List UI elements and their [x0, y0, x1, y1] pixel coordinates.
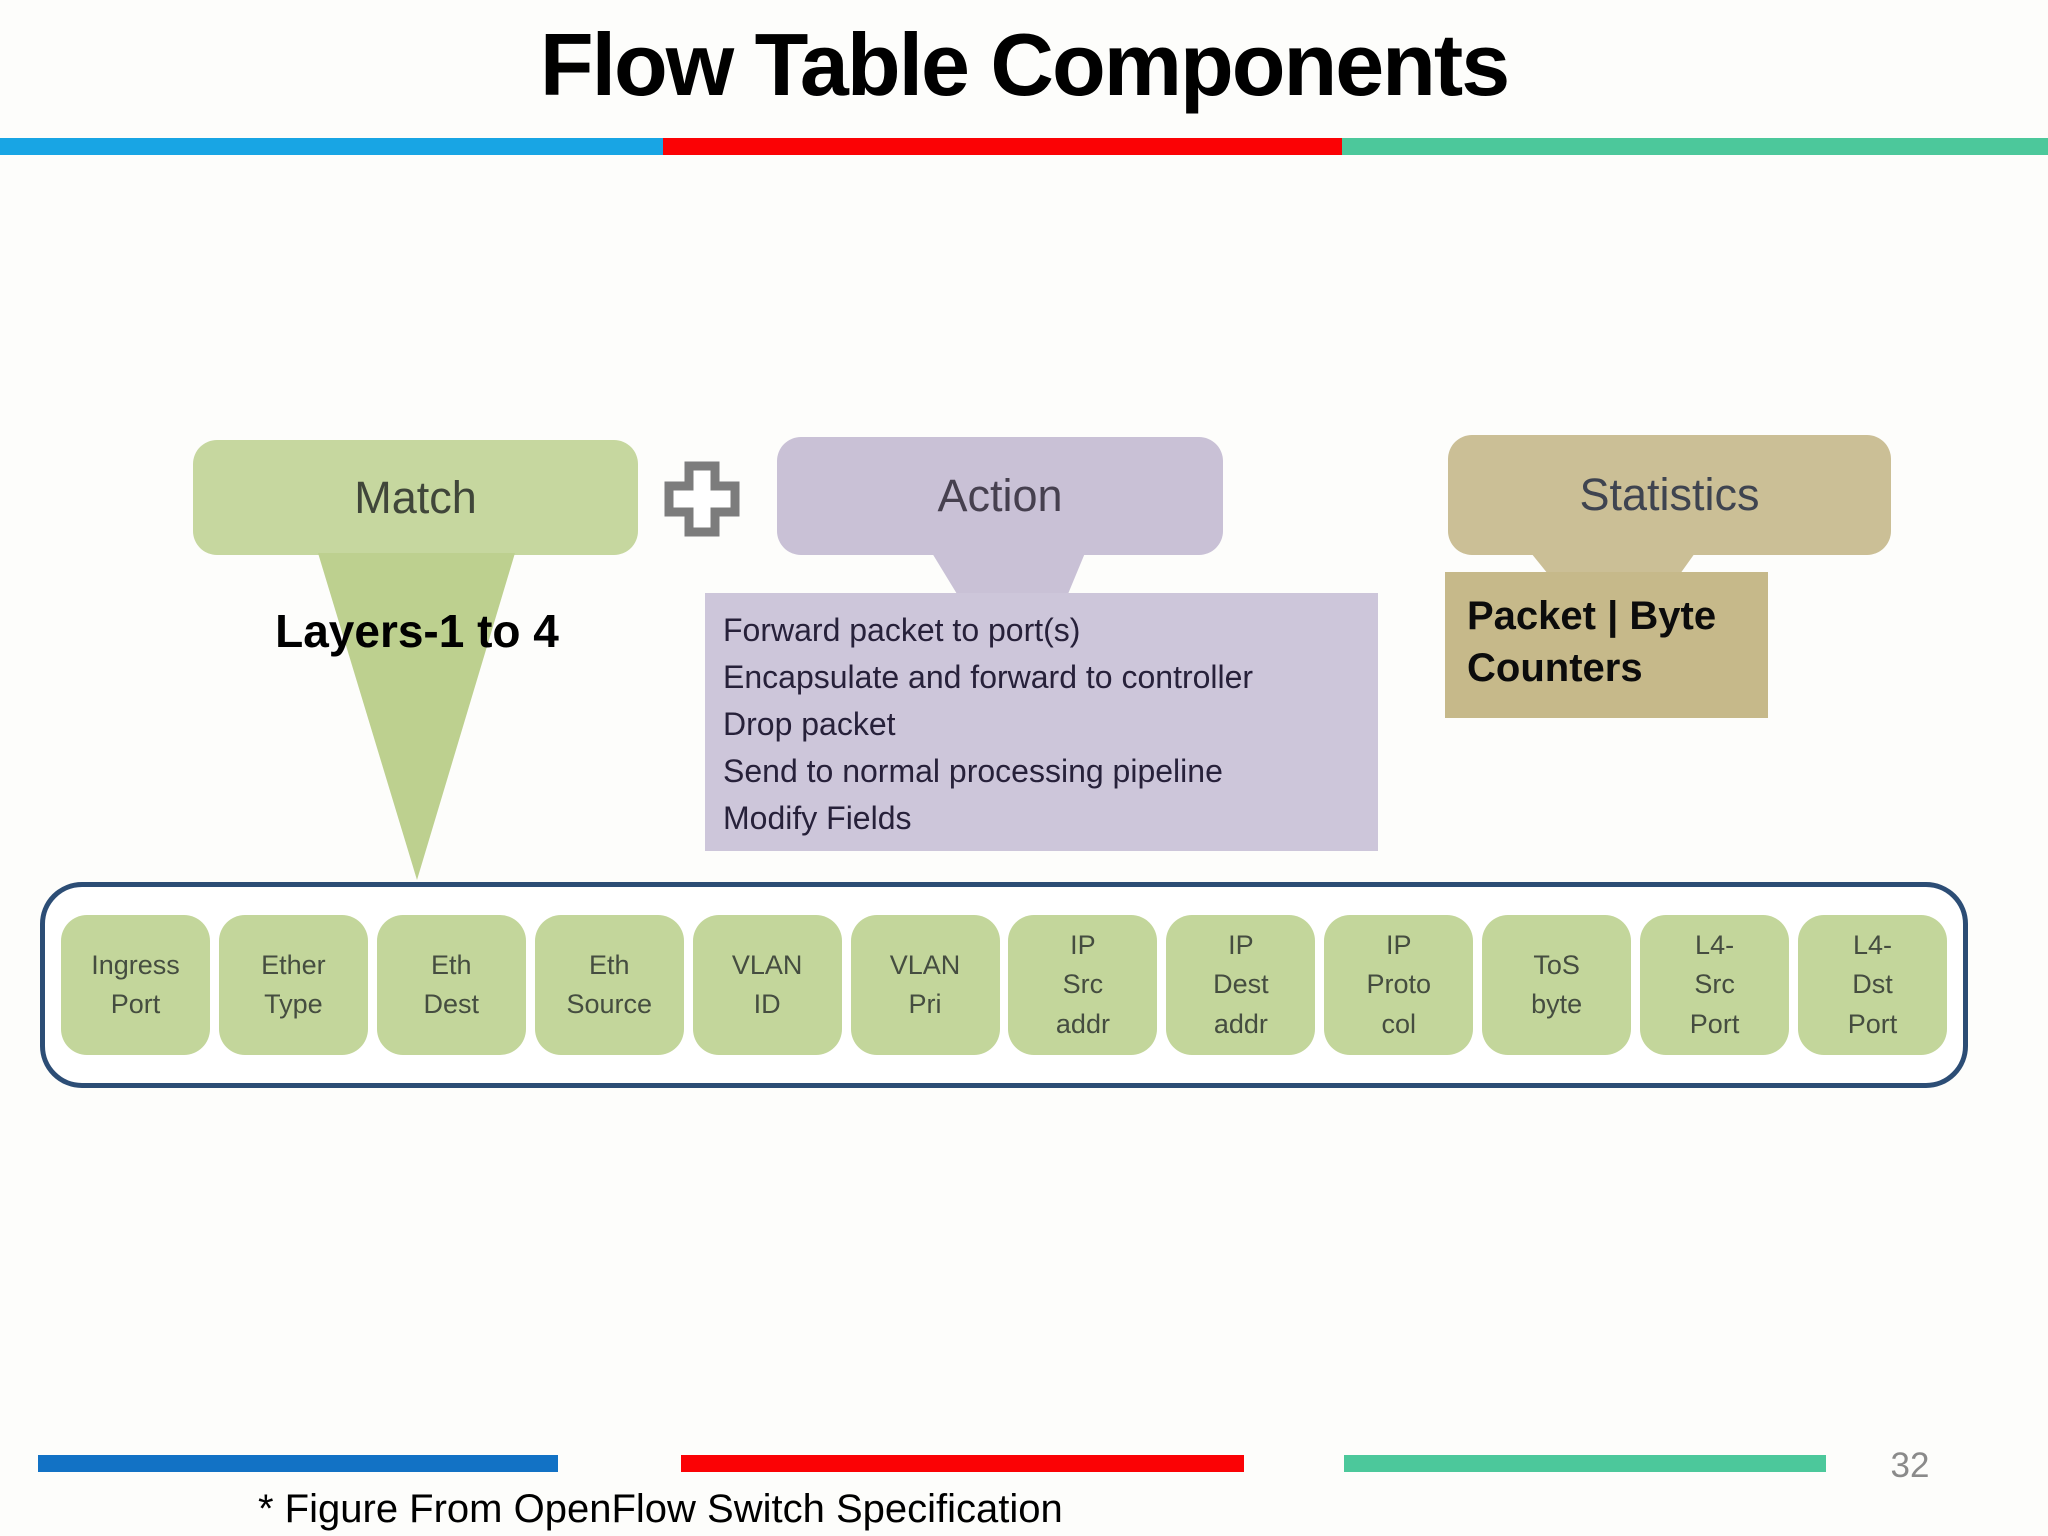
statistics-label: Statistics — [1579, 469, 1760, 520]
field-cell-ether-type: Ether Type — [218, 915, 368, 1055]
title-rule-red — [663, 138, 1342, 155]
field-cell-tos-byte: ToS byte — [1482, 915, 1632, 1055]
field-cell-ip-protocol: IP Proto col — [1324, 915, 1474, 1055]
action-item: Modify Fields — [723, 800, 912, 836]
match-sublabel: Layers-1 to 4 — [275, 605, 559, 657]
counters-box: Packet | Byte Counters — [1445, 572, 1768, 718]
action-list: Forward packet to port(s) Encapsulate an… — [705, 593, 1378, 851]
page-title: Flow Table Components — [539, 15, 1510, 114]
field-cell-l4-dst-port: L4- Dst Port — [1797, 915, 1947, 1055]
field-cell-vlan-pri: VLAN Pri — [850, 915, 1000, 1055]
title-rule-blue — [0, 138, 663, 155]
footer-rule-red — [681, 1455, 1244, 1472]
plus-icon — [664, 461, 740, 537]
field-cell-ip-src-addr: IP Src addr — [1008, 915, 1158, 1055]
flow-table-row: Ingress Port Ether Type Eth Dest Eth Sou… — [40, 882, 1968, 1088]
action-item: Encapsulate and forward to controller — [723, 659, 1254, 695]
field-cell-l4-src-port: L4- Src Port — [1640, 915, 1790, 1055]
page-number: 32 — [1890, 1446, 1930, 1485]
title-rule-green — [1342, 138, 2048, 155]
action-item: Forward packet to port(s) — [723, 612, 1081, 648]
field-cell-eth-source: Eth Source — [534, 915, 684, 1055]
action-pointer — [932, 553, 1085, 594]
match-arrow-triangle — [318, 553, 515, 880]
footnote: * Figure From OpenFlow Switch Specificat… — [258, 1487, 1063, 1531]
statistics-box: Statistics — [1448, 435, 1891, 555]
footer-rule-green — [1344, 1455, 1826, 1472]
field-cell-vlan-id: VLAN ID — [692, 915, 842, 1055]
statistics-pointer — [1531, 553, 1695, 574]
action-box: Action — [777, 437, 1223, 555]
match-label: Match — [354, 471, 477, 523]
action-label: Action — [937, 470, 1063, 521]
action-item: Send to normal processing pipeline — [723, 753, 1223, 789]
footer-rule-blue — [38, 1455, 558, 1472]
action-item: Drop packet — [723, 706, 896, 742]
field-cell-eth-dest: Eth Dest — [376, 915, 526, 1055]
match-box: Match — [193, 440, 638, 555]
field-cell-ip-dest-addr: IP Dest addr — [1166, 915, 1316, 1055]
field-cell-ingress-port: Ingress Port — [61, 915, 210, 1055]
